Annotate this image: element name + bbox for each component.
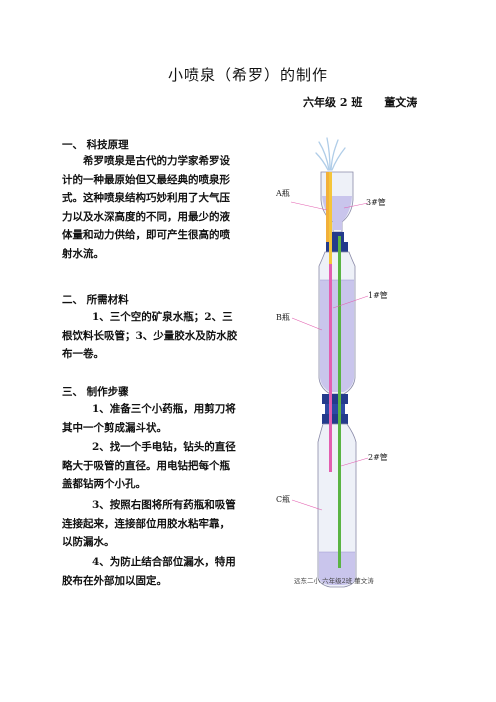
step-1: 1、准备三个小药瓶，用剪刀将其中一个剪成漏斗状。	[62, 403, 236, 434]
materials-text: 1、三个空的矿泉水瓶；2、三根饮料长吸管；3、少量胶水及防水胶布一卷。	[62, 311, 238, 360]
tube-2-icon	[338, 236, 341, 568]
heading-principle: 一、 科技原理	[62, 139, 129, 151]
label-tube-2: 2#管	[368, 452, 388, 462]
label-tube-3: 3#管	[366, 197, 386, 207]
label-tube-1: 1#管	[368, 290, 388, 300]
water-spray-icon	[315, 137, 346, 171]
label-bottle-c: C瓶	[276, 494, 290, 504]
tube-3-icon	[329, 172, 332, 264]
step-2: 2、找一个手电钻，钻头的直径略大于吸管的直径。用电钻把每个瓶盖都钻两个小孔。	[62, 441, 236, 490]
heading-steps: 三、 制作步骤	[62, 386, 129, 398]
principle-text: 希罗喷泉是古代的力学家希罗设计的一种最原始但又最经典的喷泉形式。这种喷泉结构巧妙…	[62, 155, 230, 260]
step-3: 3、按照右图将所有药瓶和吸管连接起来，连接部位用胶水粘牢靠，以防漏水。	[62, 499, 236, 548]
tube-1-icon	[329, 264, 332, 472]
page-title: 小喷泉（希罗）的制作	[167, 66, 328, 84]
author-line: 六年级 2 班 董文涛	[303, 96, 418, 109]
bottle-c-icon	[317, 423, 357, 588]
step-4: 4、为防止结合部位漏水，特用胶布在外部加以固定。	[62, 556, 236, 587]
heading-materials: 二、 所需材料	[62, 294, 129, 306]
diagram-credit: 远东二小 六年级2班 董文涛	[294, 576, 374, 585]
label-bottle-b: B瓶	[276, 312, 290, 322]
label-bottle-a: A瓶	[275, 188, 290, 198]
bottle-b-icon	[318, 242, 356, 424]
